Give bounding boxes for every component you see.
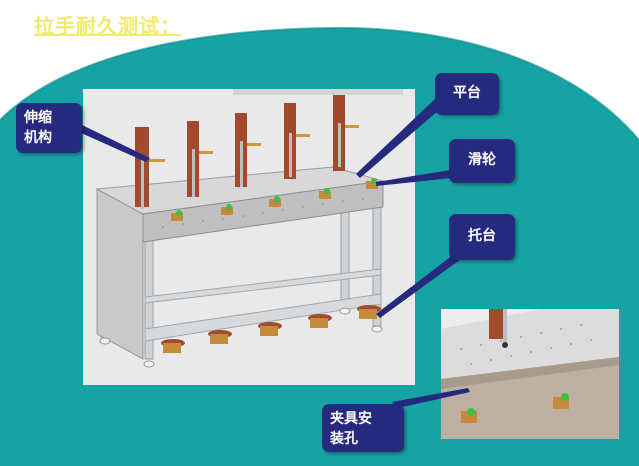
stretch-mechanism-label-line1: 伸缩 (24, 110, 52, 126)
platform-label: 平台 (453, 85, 481, 101)
fixture-holes-label-line2: 装孔 (330, 431, 358, 447)
fixture-holes-label-line1: 夹具安 (330, 411, 372, 427)
stretch-mechanism-callout: 伸缩 机构 (16, 103, 82, 153)
fixture-holes-callout: 夹具安 装孔 (322, 404, 404, 452)
tray-callout: 托台 (449, 214, 515, 260)
slide-title: 拉手耐久测试： (34, 14, 181, 38)
pulley-label: 滑轮 (468, 152, 496, 168)
pulley-callout: 滑轮 (449, 139, 515, 183)
test-rig-image (83, 89, 415, 385)
fixture-detail-image (441, 309, 619, 439)
platform-callout: 平台 (435, 73, 499, 115)
stretch-mechanism-label-line2: 机构 (24, 130, 52, 146)
tray-label: 托台 (468, 228, 496, 244)
